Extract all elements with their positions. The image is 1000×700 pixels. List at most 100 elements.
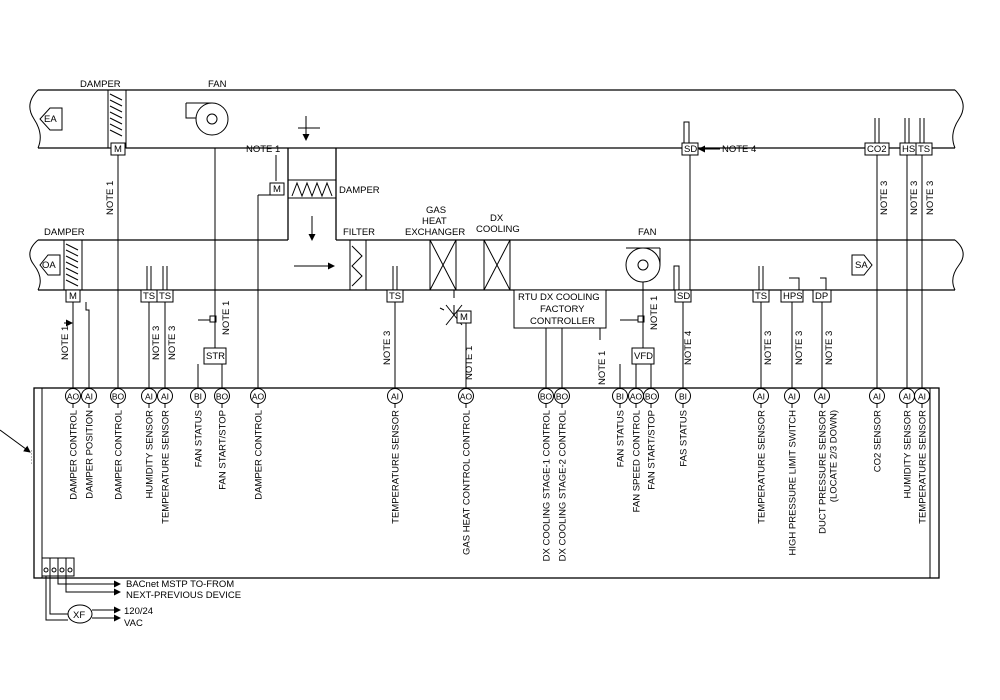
svg-text:NOTE 3: NOTE 3 [879,181,890,215]
io-point-type: AO [67,392,80,402]
damper-mid-label: DAMPER [339,185,380,196]
svg-text:NOTE 1: NOTE 1 [221,301,232,335]
io-point-type: AI [391,392,399,402]
io-point-label: DAMPER CONTROL [69,410,80,500]
svg-text:NOTE 3: NOTE 3 [909,181,920,215]
svg-text:TS: TS [143,291,155,302]
svg-text:TS: TS [159,291,171,302]
svg-text:SD: SD [684,144,697,155]
io-point-label: DAMPER CONTROL [114,410,125,500]
outside-air-damper: DAMPER M [44,227,85,303]
filter-label: FILTER [343,227,375,238]
io-point-type: BO [645,392,658,402]
svg-text:NOTE 3: NOTE 3 [925,181,936,215]
svg-text:NOTE 3: NOTE 3 [824,331,835,365]
io-point-type: AI [757,392,765,402]
svg-text:HPS: HPS [783,291,803,302]
io-point-label: HUMIDITY SENSOR [145,410,156,499]
power-line-1: 120/24 [124,606,153,617]
svg-text:- - - - -: - - - - - [936,450,942,464]
svg-text:HS: HS [902,144,915,155]
io-point-type: AI [918,392,926,402]
io-point-label: GAS HEAT CONTROL CONTROL [462,410,473,555]
io-point: BO DAMPER CONTROL [110,388,126,500]
io-point-label: FAN START/STOP [218,410,229,490]
io-point-label: TEMPERATURE SENSOR [757,410,768,524]
svg-text:EXCHANGER: EXCHANGER [405,227,465,238]
svg-text:RTU DX COOLING: RTU DX COOLING [518,292,600,303]
svg-text:CO2: CO2 [867,144,887,155]
rtu-controller: RTU DX COOLING FACTORY CONTROLLER [513,289,607,329]
damper-oa-label: DAMPER [44,227,85,238]
io-point-label: DX COOLING STAGE-2 CONTROL [558,410,569,561]
io-point: AI DUCT PRESSURE SENSOR(LOCATE 2/3 DOWN) [814,388,840,534]
io-point-label: DAMPER CONTROL [254,410,265,500]
bacnet-power-wiring: BACnet MSTP TO-FROM NEXT-PREVIOUS DEVICE… [45,576,241,629]
dx-cooling-coil: DX COOLING [476,213,520,291]
svg-text:GAS: GAS [426,205,446,216]
ddc-panel: - - - - - - - - - - [0,387,942,579]
svg-text:NOTE 1: NOTE 1 [649,296,660,330]
svg-text:NOTE 3: NOTE 3 [763,331,774,365]
supply-fan-icon: FAN [625,227,680,291]
ea-arrow-icon [39,107,63,131]
svg-text:FACTORY: FACTORY [540,304,585,315]
io-point-type: AO [630,392,643,402]
io-point-label: (LOCATE 2/3 DOWN) [829,410,840,502]
io-point: AO FAN SPEED CONTROL [628,388,644,512]
io-point-label: FAN SPEED CONTROL [632,410,643,512]
io-point-label: DUCT PRESSURE SENSOR [818,410,829,534]
svg-text:TS: TS [389,291,401,302]
svg-text:NOTE 1: NOTE 1 [60,326,71,360]
field-devices: STR VFD M [203,148,655,365]
io-point-type: AI [818,392,826,402]
io-point-type: BI [194,392,202,402]
io-point-type: BO [540,392,553,402]
io-point: AI HUMIDITY SENSOR [141,388,157,499]
ea-tag: EA [44,114,57,125]
io-point-label: FAS STATUS [679,410,690,467]
svg-text:DX: DX [490,213,504,224]
damper-top-label: DAMPER [80,79,121,90]
svg-text:NOTE 3: NOTE 3 [167,326,178,360]
gas-heat-exchanger: GAS HEAT EXCHANGER [405,205,465,291]
io-point-type: BI [616,392,624,402]
svg-text:CONTROLLER: CONTROLLER [530,316,595,327]
svg-text:NOTE 4: NOTE 4 [722,144,756,155]
io-point-label: CO2 SENSOR [873,410,884,472]
io-point-label: FAN START/STOP [647,410,658,490]
io-point: AO DAMPER CONTROL [65,388,81,500]
io-point-type: BO [112,392,125,402]
io-point: AI TEMPERATURE SENSOR [753,388,769,524]
io-point-type: AI [85,392,93,402]
svg-text:COOLING: COOLING [476,224,520,235]
io-point: BO FAN START/STOP [643,388,659,490]
svg-text:NOTE 3: NOTE 3 [151,326,162,360]
io-point-type: AO [252,392,265,402]
io-point-label: HUMIDITY SENSOR [903,410,914,499]
svg-text:DP: DP [815,291,828,302]
note1-mid-label: NOTE 1 [246,144,280,155]
svg-text:STR: STR [206,351,225,362]
io-point-type: AI [145,392,153,402]
io-point: BI FAS STATUS [675,388,691,467]
io-point-type: BI [679,392,687,402]
svg-text:M: M [460,312,468,323]
oa-tag: OA [42,260,56,271]
io-point: AO DAMPER CONTROL [250,388,266,500]
motor-box-mid: M [273,184,281,195]
io-point-label: TEMPERATURE SENSOR [161,410,172,524]
power-line-2: VAC [124,618,143,629]
